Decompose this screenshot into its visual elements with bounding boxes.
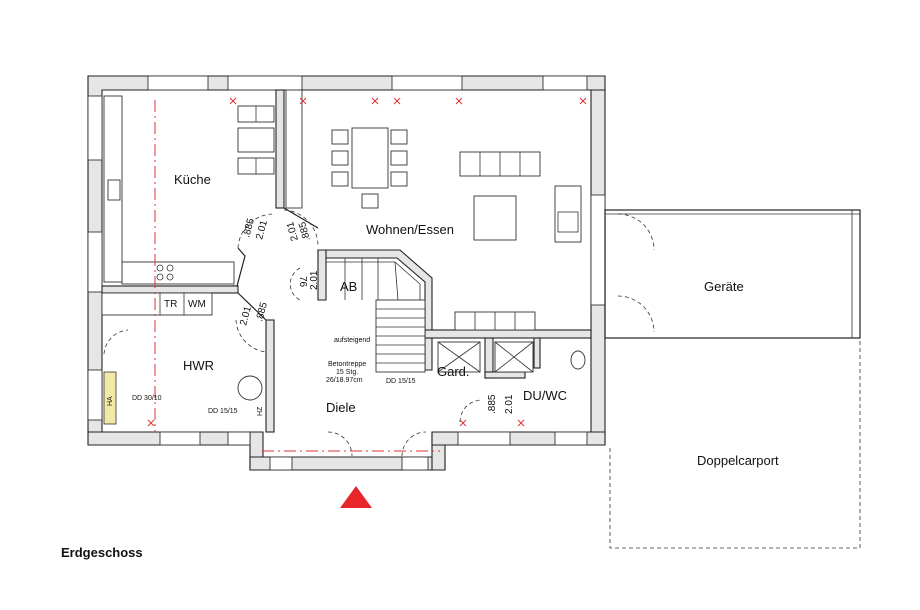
label-hz: HZ	[257, 406, 264, 416]
label-du-wc: DU/WC	[523, 388, 567, 403]
furniture	[103, 105, 586, 425]
label-ab: AB	[340, 279, 357, 294]
room-labels: Küche Wohnen/Essen HWR Diele Gard. DU/WC…	[107, 172, 779, 468]
annot-dd-hz: DD 15/15	[208, 408, 238, 415]
label-ha: HA	[107, 396, 114, 406]
door-dimensions: .885 2.01 .885 2.01 .885 2.01 76 2.01 .8…	[238, 217, 515, 414]
dim-885-c: .885	[254, 301, 270, 323]
dim-885-d: .885	[487, 394, 498, 414]
door-swings	[103, 209, 655, 457]
label-kueche: Küche	[174, 172, 211, 187]
outer-walls	[87, 75, 606, 471]
annot-dd-hwr: DD 30/10	[132, 395, 162, 402]
label-hwr: HWR	[183, 358, 214, 373]
label-diele: Diele	[326, 400, 356, 415]
annot-treppe-2: 15 Stg.	[336, 369, 358, 376]
dim-201-b: 2.01	[285, 220, 301, 242]
dim-885-b: .885	[297, 220, 313, 242]
entrance-arrow	[340, 486, 372, 508]
dim-885-a: .885	[241, 217, 257, 239]
annot-treppe-3: 26/18.97cm	[326, 377, 363, 384]
dim-201-c: 2.01	[238, 305, 254, 327]
annot-aufsteigend: aufsteigend	[334, 337, 370, 344]
label-wm: WM	[188, 299, 206, 310]
dim-76: 76	[297, 276, 308, 288]
geraete-annex	[604, 209, 861, 339]
plan-caption: Erdgeschoss	[61, 545, 143, 560]
annot-dd-gard: DD 15/15	[386, 378, 416, 385]
carport-outline	[609, 340, 861, 549]
interior-walls	[101, 89, 592, 433]
axis-lines	[147, 97, 587, 452]
label-geraete: Geräte	[704, 279, 744, 294]
dim-201-e: 2.01	[504, 394, 515, 414]
label-doppelcarport: Doppelcarport	[697, 453, 779, 468]
annotations: DD 30/10 DD 15/15 DD 15/15 aufsteigend B…	[132, 337, 416, 415]
annot-treppe-1: Betontreppe	[328, 361, 366, 368]
staircase	[326, 258, 426, 373]
label-tr: TR	[164, 299, 177, 310]
label-wohnen-essen: Wohnen/Essen	[366, 222, 454, 237]
dim-201-d: 2.01	[309, 270, 320, 290]
dim-201-a: 2.01	[254, 219, 270, 241]
label-gard: Gard.	[437, 364, 470, 379]
